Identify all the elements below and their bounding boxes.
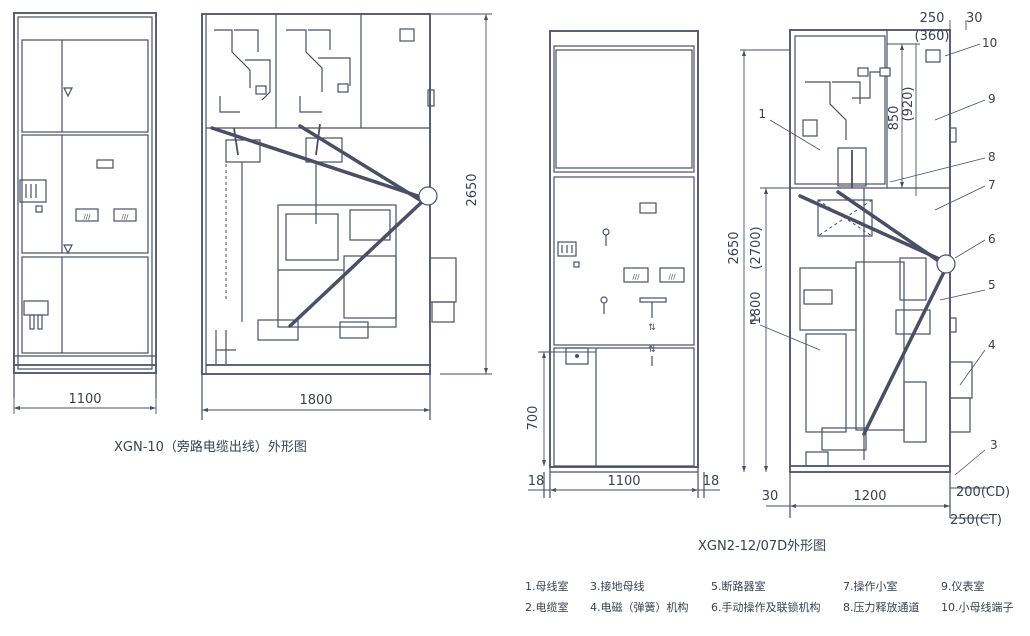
- callout-6: 6: [988, 232, 996, 246]
- xgn2-top-920-label: (920): [901, 87, 916, 122]
- xgn2-front-width-dimension: [528, 488, 720, 492]
- xgn10-depth-label: 1800: [299, 393, 332, 408]
- callout-4: 4: [988, 338, 996, 352]
- svg-text:⇅: ⇅: [648, 323, 656, 333]
- legend-item-4: 4.电磁（弹簧）机构: [590, 600, 689, 614]
- legend-item-3: 3.接地母线: [590, 579, 645, 593]
- xgn10-width-dimension: [13, 398, 157, 414]
- callout-7: 7: [988, 178, 996, 192]
- legend: 1.母线室 3.接地母线 5.断路器室 7.操作小室 9.仪表室 2.电缆室 4…: [525, 579, 1014, 614]
- xgn10-height-dimension: [430, 13, 492, 375]
- xgn2-side-section: [789, 29, 973, 518]
- callout-1: 1: [758, 107, 766, 121]
- svg-text:///: ///: [121, 213, 129, 221]
- xgn2-front-view: /// /// ⇅ ⇅: [543, 30, 705, 498]
- xgn10-height-label: 2650: [465, 173, 480, 206]
- xgn2-top-360-label: (360): [915, 29, 950, 44]
- legend-item-10: 10.小母线端子: [941, 600, 1014, 614]
- xgn10-width-label: 1100: [68, 392, 101, 407]
- legend-item-9: 9.仪表室: [941, 579, 985, 593]
- xgn2-caption: XGN2-12/07D外形图: [698, 539, 826, 554]
- xgn10-depth-dimension: [202, 408, 430, 412]
- xgn2-right-200-label: 200(CD): [956, 485, 1010, 500]
- svg-text:///: ///: [632, 273, 640, 281]
- xgn2-top-30-label: 30: [966, 11, 983, 26]
- xgn2-side-height-label: 2650: [727, 231, 742, 264]
- legend-item-2: 2.电缆室: [525, 600, 569, 614]
- xgn2-lower-height-dimension: [538, 351, 596, 466]
- svg-text:///: ///: [83, 213, 91, 221]
- callout-2: 2: [749, 313, 757, 327]
- callout-10: 10: [982, 36, 997, 50]
- xgn2-left-30-label: 30: [762, 489, 779, 504]
- xgn2-top-250-label: 250: [920, 11, 945, 26]
- svg-text:///: ///: [668, 273, 676, 281]
- xgn2-top-850-label: 850: [887, 106, 902, 131]
- xgn10-front-view: /// ///: [13, 12, 157, 398]
- xgn2-callout-leaders: [759, 43, 986, 476]
- xgn2-side-height-alt-label: (2700): [749, 226, 764, 269]
- xgn2-right-margin-label: 18: [703, 474, 720, 489]
- xgn2-lower-height-label: 700: [526, 406, 541, 431]
- legend-item-1: 1.母线室: [525, 579, 569, 593]
- legend-item-7: 7.操作小室: [843, 579, 898, 593]
- xgn2-front-width-label: 1100: [607, 474, 640, 489]
- callout-9: 9: [988, 92, 996, 106]
- xgn2-right-250-label: 250(CT): [950, 513, 1002, 528]
- callout-5: 5: [988, 278, 996, 292]
- legend-item-5: 5.断路器室: [711, 579, 766, 593]
- callout-3: 3: [990, 438, 998, 452]
- xgn2-depth-label: 1200: [853, 489, 886, 504]
- svg-text:⇅: ⇅: [648, 345, 656, 355]
- xgn2-side-lower-label: 1800: [749, 291, 764, 324]
- xgn10-caption: XGN-10（旁路电缆出线）外形图: [114, 439, 307, 455]
- callout-8: 8: [988, 150, 996, 164]
- legend-item-8: 8.压力释放通道: [843, 600, 920, 614]
- legend-item-6: 6.手动操作及联锁机构: [711, 600, 821, 614]
- xgn10-side-section: [201, 13, 457, 420]
- xgn2-left-margin-label: 18: [528, 474, 545, 489]
- xgn2-side-dimensions: [740, 20, 990, 519]
